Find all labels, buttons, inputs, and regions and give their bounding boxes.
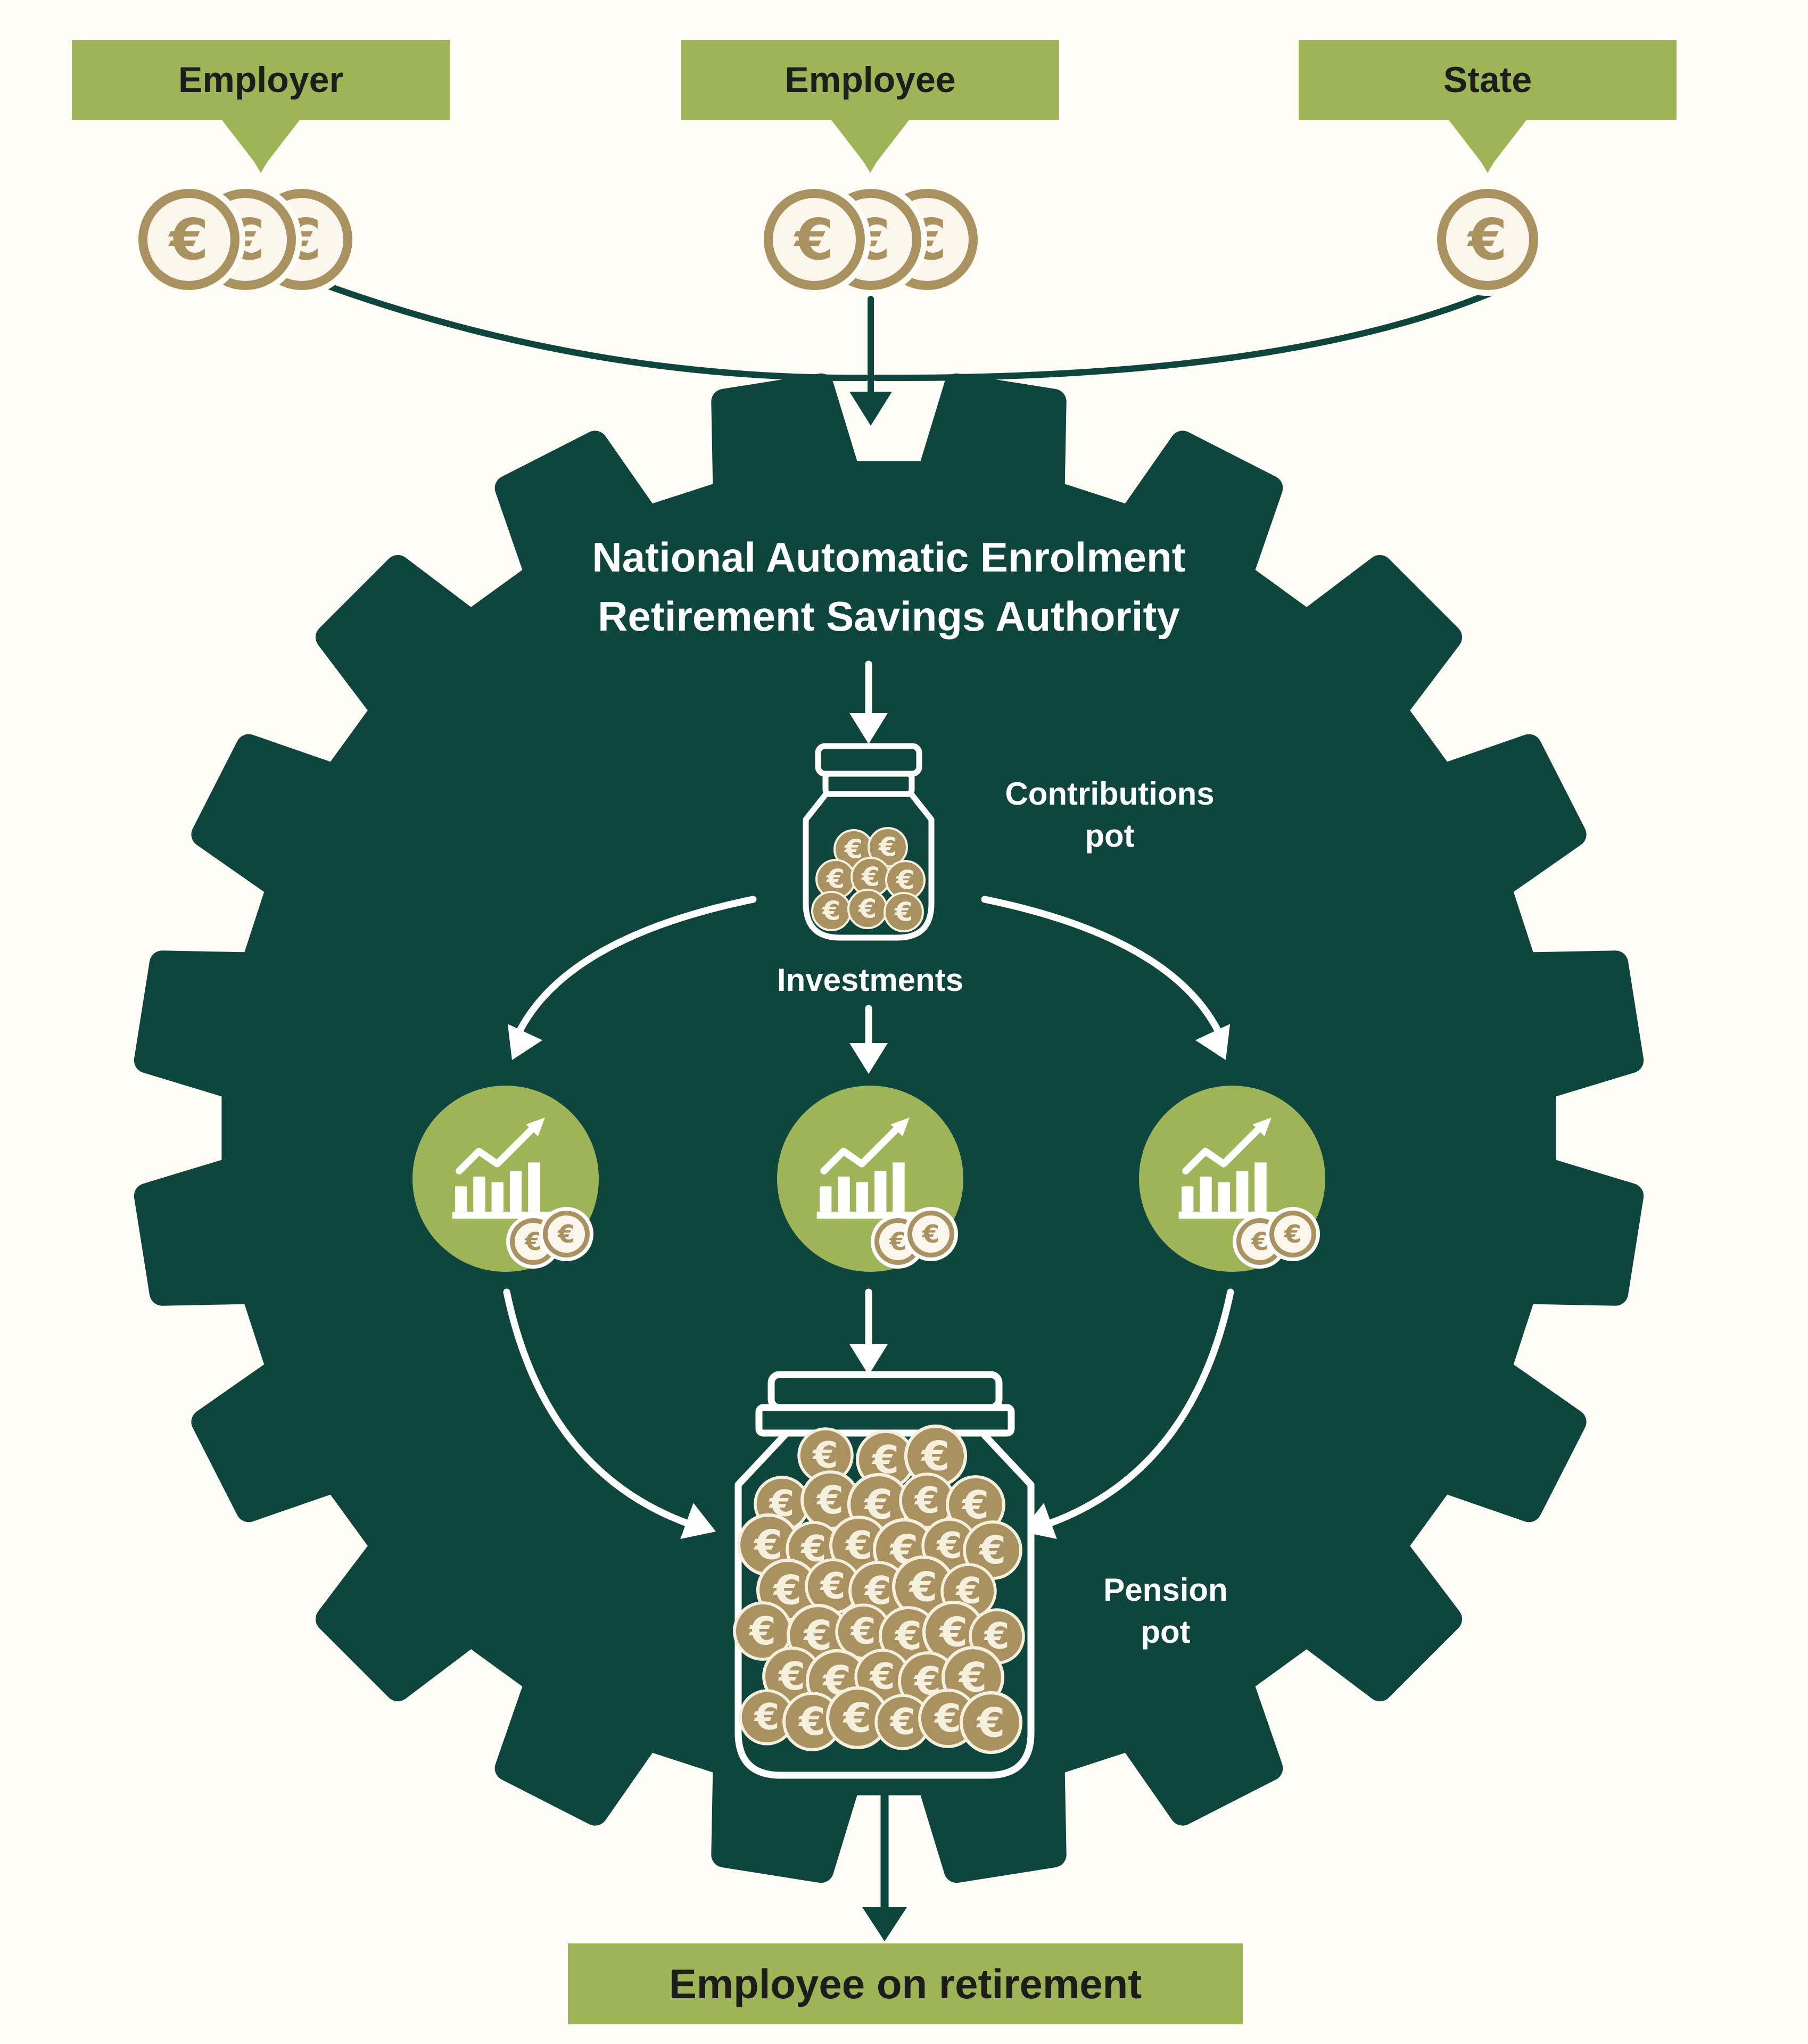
- svg-text:€: €: [921, 1433, 950, 1480]
- centre-fund-to-pension-arrow: [849, 1288, 888, 1375]
- euro-coin-icon: €: [963, 1520, 1022, 1580]
- svg-text:€: €: [843, 1694, 872, 1742]
- authority-to-pot-arrow: [849, 660, 888, 744]
- euro-coin-icon: €: [733, 1601, 792, 1661]
- svg-text:€: €: [936, 1525, 962, 1567]
- outcome-label: Employee on retirement: [568, 1943, 1243, 2024]
- svg-text:€: €: [822, 896, 840, 926]
- pot-to-right-fund-arrow: [981, 896, 1231, 1060]
- svg-text:€: €: [816, 1478, 844, 1522]
- euro-coin-icon: €: [543, 1211, 590, 1257]
- svg-text:€: €: [889, 1701, 915, 1743]
- employer-label: Employer: [72, 40, 450, 120]
- investments-label: Investments: [777, 962, 964, 998]
- svg-text:€: €: [844, 834, 863, 865]
- growth-chart-icon: [816, 1117, 922, 1219]
- euro-coin-icon: €: [1236, 1218, 1283, 1265]
- euro-coin-icon: €: [1269, 1211, 1316, 1257]
- euro-coin-icon: €: [764, 189, 865, 290]
- euro-coin-icon: €: [885, 860, 926, 900]
- svg-text:€: €: [976, 1699, 1005, 1747]
- svg-text:€: €: [978, 1528, 1006, 1573]
- euro-coin-icon: €: [739, 1689, 795, 1745]
- svg-text:€: €: [812, 1435, 838, 1477]
- svg-text:€: €: [878, 832, 897, 863]
- svg-text:€: €: [798, 1699, 825, 1744]
- state-to-authority-line: [873, 291, 1492, 382]
- contributions-pot-label-line1: Contributions: [1005, 776, 1215, 812]
- svg-text:€: €: [934, 1696, 961, 1741]
- svg-text:€: €: [894, 1613, 922, 1658]
- euro-coin-icon: €: [825, 1686, 889, 1750]
- euro-coin-icon: €: [904, 1424, 968, 1488]
- svg-text:€: €: [913, 1480, 939, 1522]
- svg-text:€: €: [858, 894, 877, 924]
- authority-title-line1: National Automatic Enrolment: [592, 534, 1186, 581]
- pot-to-centre-fund-arrow: [849, 1005, 888, 1074]
- euro-coin-icon: €: [829, 1516, 889, 1575]
- euro-coin-icon: €: [946, 1475, 1005, 1535]
- pension-pot-label-line1: Pension: [1103, 1572, 1228, 1608]
- euro-coin-icon: €: [847, 889, 888, 929]
- svg-text:€: €: [753, 1697, 779, 1739]
- pension-pot-label-line2: pot: [1141, 1614, 1191, 1650]
- growth-chart-icon: [1178, 1117, 1284, 1219]
- euro-coin-icon: €: [138, 189, 240, 290]
- pension-pot-label: Pension pot: [1083, 1569, 1248, 1653]
- euro-coin-icon: €: [907, 1211, 954, 1257]
- svg-text:€: €: [894, 897, 913, 928]
- svg-text:€: €: [819, 1566, 845, 1608]
- employer-to-authority-line: [294, 271, 869, 382]
- svg-text:€: €: [826, 864, 845, 895]
- authority-title-line2: Retirement Savings Authority: [598, 592, 1180, 640]
- employee-label: Employee: [681, 40, 1059, 120]
- euro-coin-icon: €: [899, 1472, 955, 1529]
- svg-text:€: €: [896, 865, 914, 896]
- euro-coin-icon: €: [959, 1691, 1023, 1755]
- svg-text:€: €: [909, 1563, 938, 1611]
- euro-coin-icon: €: [811, 891, 852, 931]
- svg-text:€: €: [748, 1609, 776, 1653]
- euro-coin-icon: €: [868, 827, 908, 867]
- euro-coin-icon: €: [884, 892, 924, 932]
- euro-coin-icon: €: [800, 1470, 860, 1530]
- contributions-pot-label-line2: pot: [1085, 818, 1135, 854]
- euro-coin-icon: €: [835, 1603, 891, 1660]
- svg-text:€: €: [778, 1654, 805, 1699]
- pot-to-left-fund-arrow: [507, 896, 757, 1060]
- euro-coin-icon: €: [1437, 189, 1538, 290]
- svg-text:€: €: [849, 1611, 876, 1653]
- employee-to-authority-arrow: [849, 296, 892, 426]
- growth-chart-icon: [452, 1117, 558, 1219]
- authority-title: National Automatic Enrolment Retirement …: [463, 528, 1315, 646]
- pension-to-retirement-arrow: [862, 1777, 907, 1941]
- state-label: State: [1299, 40, 1677, 120]
- contributions-pot-label: Contributions pot: [985, 773, 1235, 857]
- svg-text:€: €: [845, 1523, 872, 1568]
- svg-text:€: €: [861, 862, 880, 892]
- left-fund-to-pension-arrow: [503, 1288, 716, 1539]
- svg-text:€: €: [961, 1483, 989, 1527]
- euro-coin-icon: €: [782, 1692, 842, 1751]
- euro-coin-icon: €: [891, 1555, 955, 1619]
